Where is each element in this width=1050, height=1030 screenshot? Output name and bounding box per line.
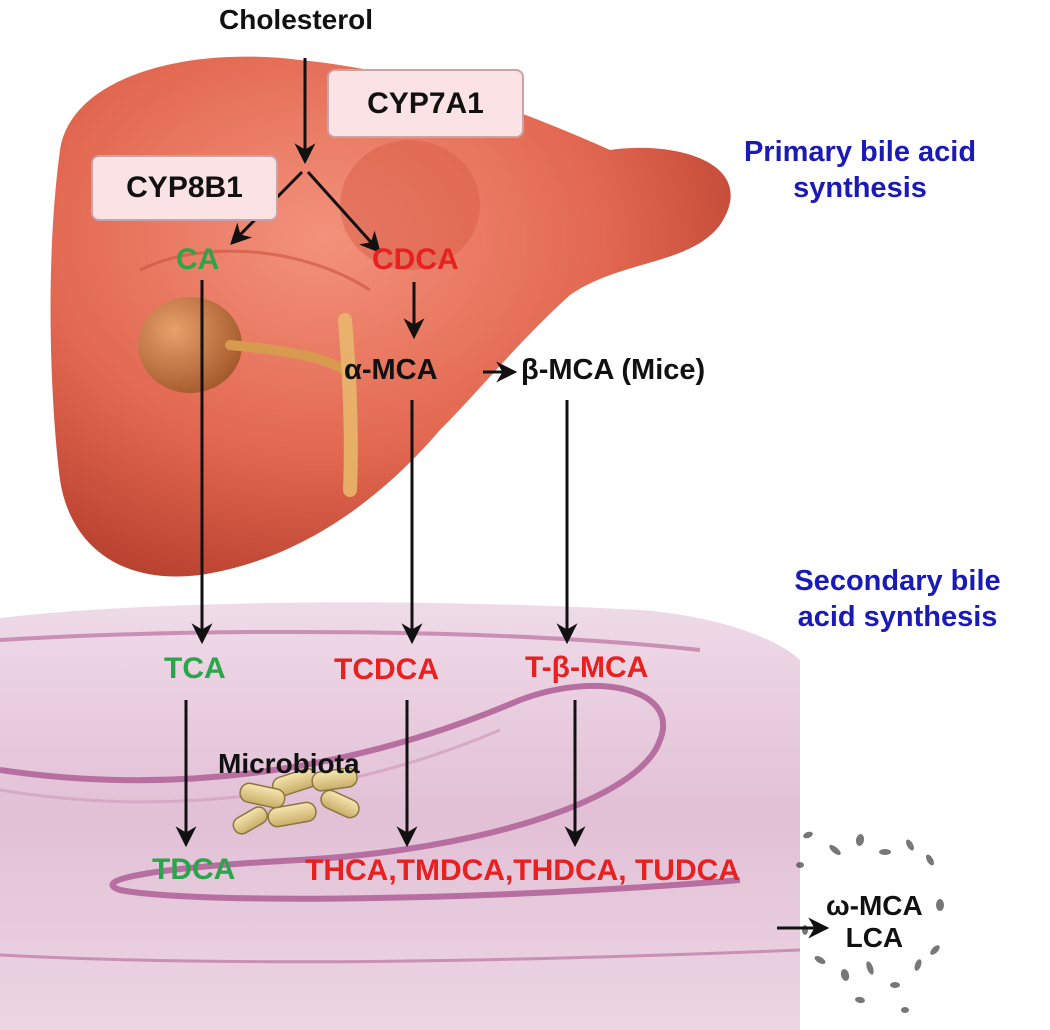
pathway-arrows bbox=[175, 58, 830, 939]
tca-label: TCA bbox=[164, 652, 226, 685]
cdca-label: CDCA bbox=[372, 243, 459, 276]
cyp7a1-box: CYP7A1 bbox=[327, 69, 524, 138]
cholesterol-label: Cholesterol bbox=[219, 4, 374, 35]
tcdca-label: TCDCA bbox=[334, 653, 439, 686]
cyp8b1-box: CYP8B1 bbox=[91, 155, 278, 221]
microbiota-label: Microbiota bbox=[218, 748, 360, 779]
t-beta-mca-label: T-β-MCA bbox=[525, 651, 649, 684]
secondary-group-label: THCA,TMDCA,THDCA, TUDCA bbox=[305, 854, 740, 887]
tdca-label: TDCA bbox=[152, 853, 236, 886]
ca-label: CA bbox=[176, 243, 220, 276]
primary-synthesis-label: Primary bile acid synthesis bbox=[743, 136, 977, 205]
secondary-synthesis-label: Secondary bile acid synthesis bbox=[794, 565, 1001, 634]
alpha-mca-label: α-MCA bbox=[344, 354, 438, 386]
beta-mca-label: β-MCA (Mice) bbox=[521, 354, 706, 386]
microbiota-rods bbox=[232, 767, 360, 835]
arrow-branch-cdca bbox=[306, 170, 381, 254]
final-products-label: ω-MCA LCA bbox=[826, 890, 923, 954]
intestine-illustration bbox=[0, 602, 801, 1030]
fecal-particles bbox=[796, 831, 944, 1013]
